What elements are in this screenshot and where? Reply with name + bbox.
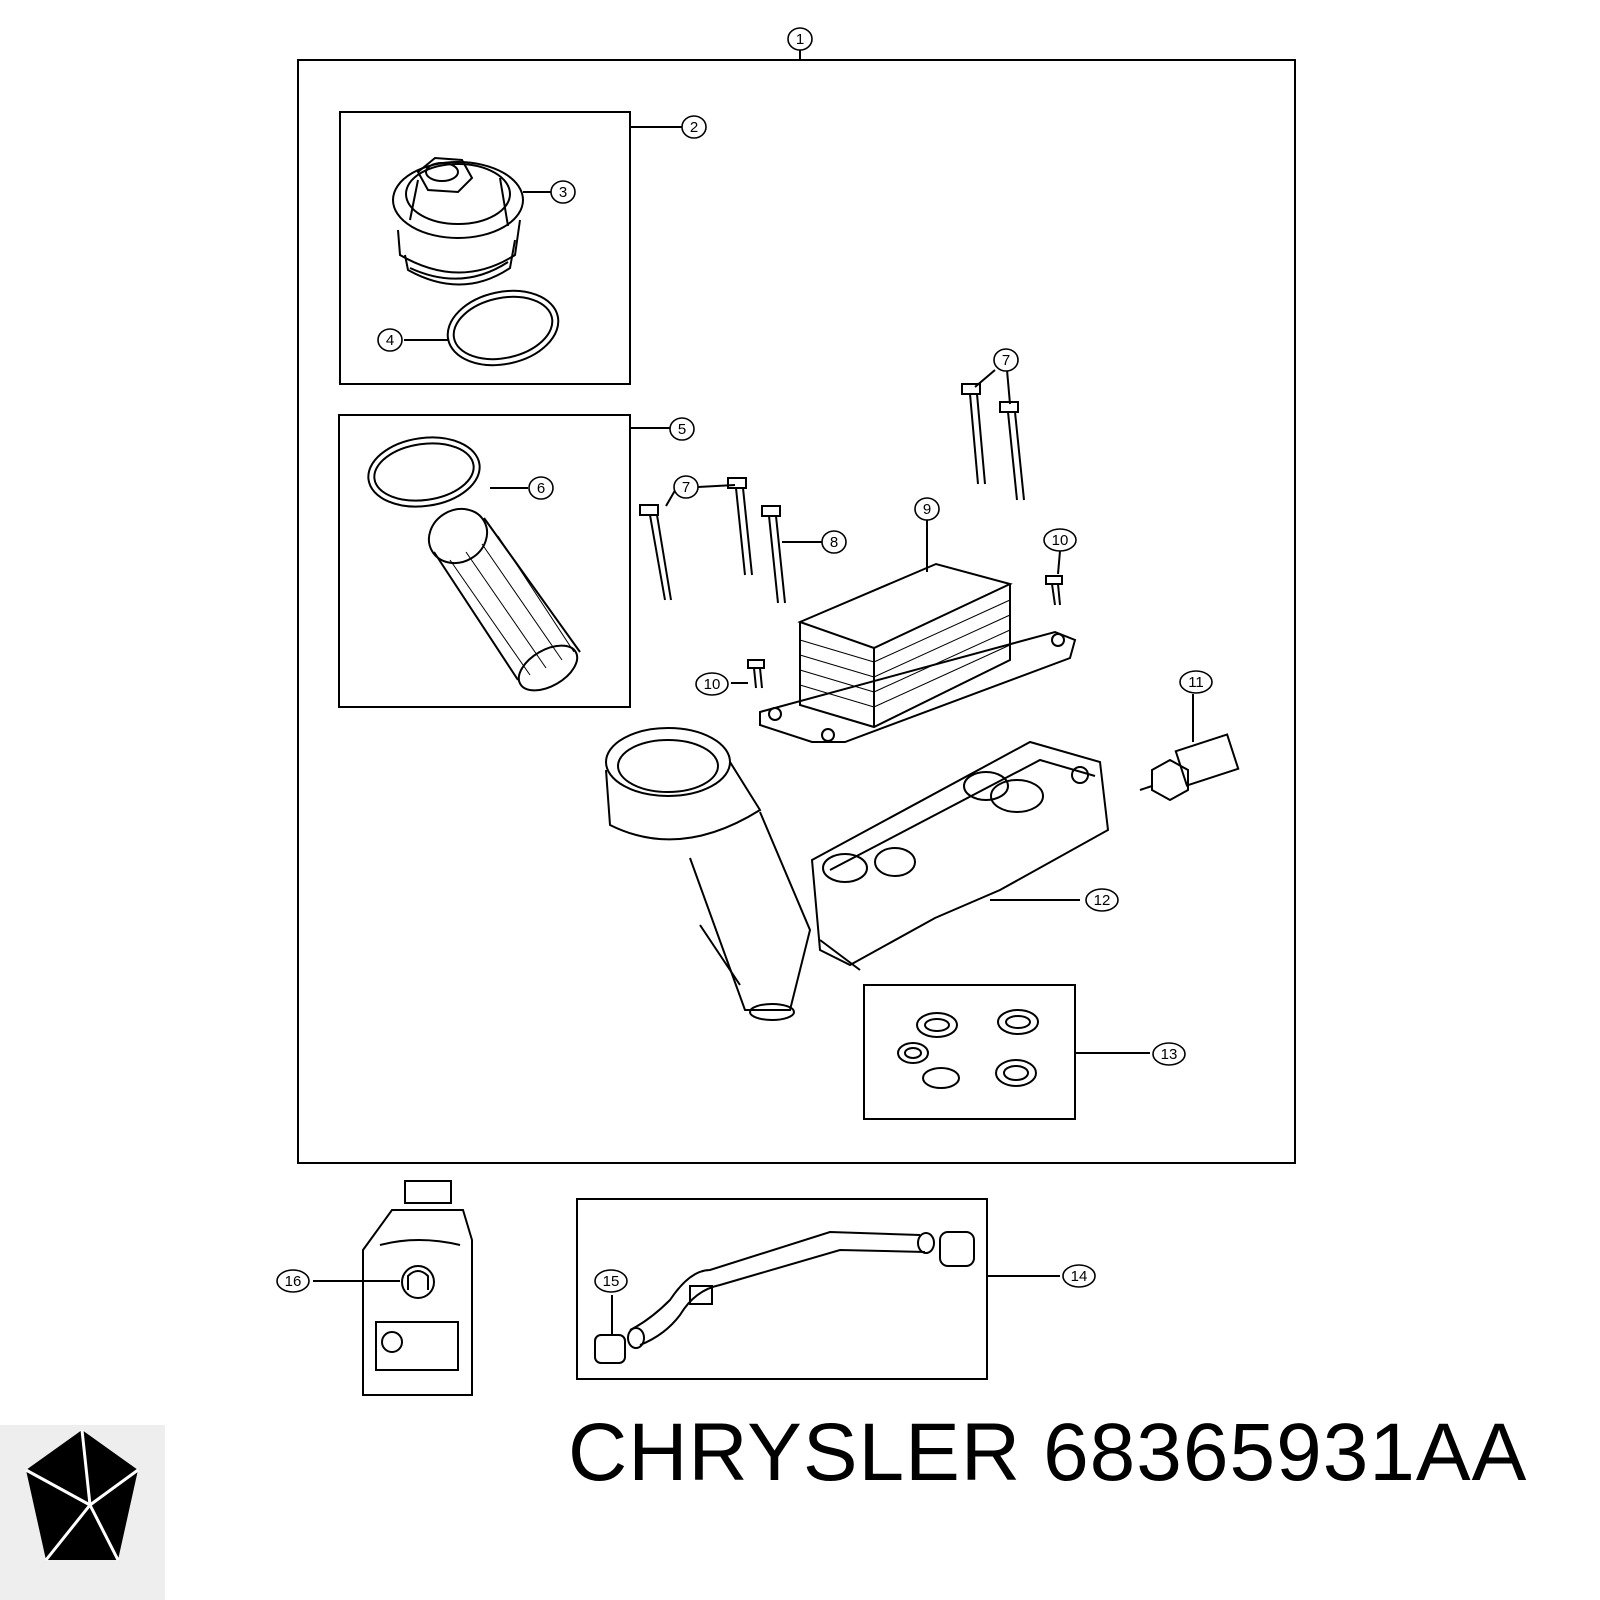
callout-label: 16 — [285, 1273, 302, 1290]
callout-label: 7 — [682, 479, 690, 496]
callout-label: 9 — [923, 501, 931, 518]
callout-6: 6 — [528, 476, 554, 500]
callout-10: 10 — [695, 672, 729, 696]
callout-1: 1 — [787, 27, 813, 51]
callout-label: 2 — [690, 119, 698, 136]
filter-element-drawing — [427, 507, 581, 692]
callout-label: 7 — [1002, 352, 1010, 369]
callout-label: 10 — [704, 676, 721, 693]
o-ring-drawing — [446, 289, 560, 367]
callout-label: 6 — [537, 480, 545, 497]
callout-8: 8 — [821, 530, 847, 554]
brand-name: CHRYSLER — [568, 1407, 1022, 1498]
callout-7: 7 — [993, 348, 1019, 372]
callout-label: 13 — [1161, 1046, 1178, 1063]
hose-drawing — [594, 1230, 975, 1364]
oil-cooler-drawing — [759, 562, 1077, 743]
callout-12: 12 — [1085, 888, 1119, 912]
callout-4: 4 — [377, 328, 403, 352]
filter-cap-drawing — [392, 156, 524, 286]
callout-label: 3 — [559, 184, 567, 201]
callout-13: 13 — [1152, 1042, 1186, 1066]
callout-2: 2 — [681, 115, 707, 139]
callout-label: 11 — [1188, 674, 1204, 691]
callout-14: 14 — [1062, 1264, 1096, 1288]
part-number: 68365931AA — [1043, 1407, 1528, 1498]
callout-label: 14 — [1071, 1268, 1088, 1285]
callout-label: 8 — [830, 534, 838, 551]
callout-10: 10 — [1043, 528, 1077, 552]
callout-5: 5 — [669, 417, 695, 441]
bolts-drawing — [639, 383, 1025, 604]
callout-11: 11 — [1179, 670, 1213, 694]
callout-label: 12 — [1094, 892, 1111, 909]
callout-label: 1 — [796, 31, 804, 48]
pentastar-logo-icon — [26, 1430, 138, 1560]
callout-label: 4 — [386, 332, 394, 349]
callout-label: 15 — [603, 1273, 620, 1290]
filter-housing-drawing — [605, 727, 1110, 1021]
callout-3: 3 — [550, 180, 576, 204]
callout-15: 15 — [594, 1269, 628, 1293]
hose-kit-box — [576, 1198, 988, 1380]
callout-label: 10 — [1052, 532, 1069, 549]
seal-kit-box — [863, 984, 1076, 1120]
callout-16: 16 — [276, 1269, 310, 1293]
cap-kit-box — [339, 111, 631, 385]
callout-7: 7 — [673, 475, 699, 499]
callout-9: 9 — [914, 497, 940, 521]
oil-bottle-drawing — [362, 1180, 473, 1396]
seals-drawing — [897, 1009, 1039, 1089]
pressure-sensor-drawing — [1139, 733, 1240, 802]
assembly-frame — [297, 59, 1296, 1164]
filter-kit-box — [338, 414, 631, 708]
callout-label: 5 — [678, 421, 686, 438]
